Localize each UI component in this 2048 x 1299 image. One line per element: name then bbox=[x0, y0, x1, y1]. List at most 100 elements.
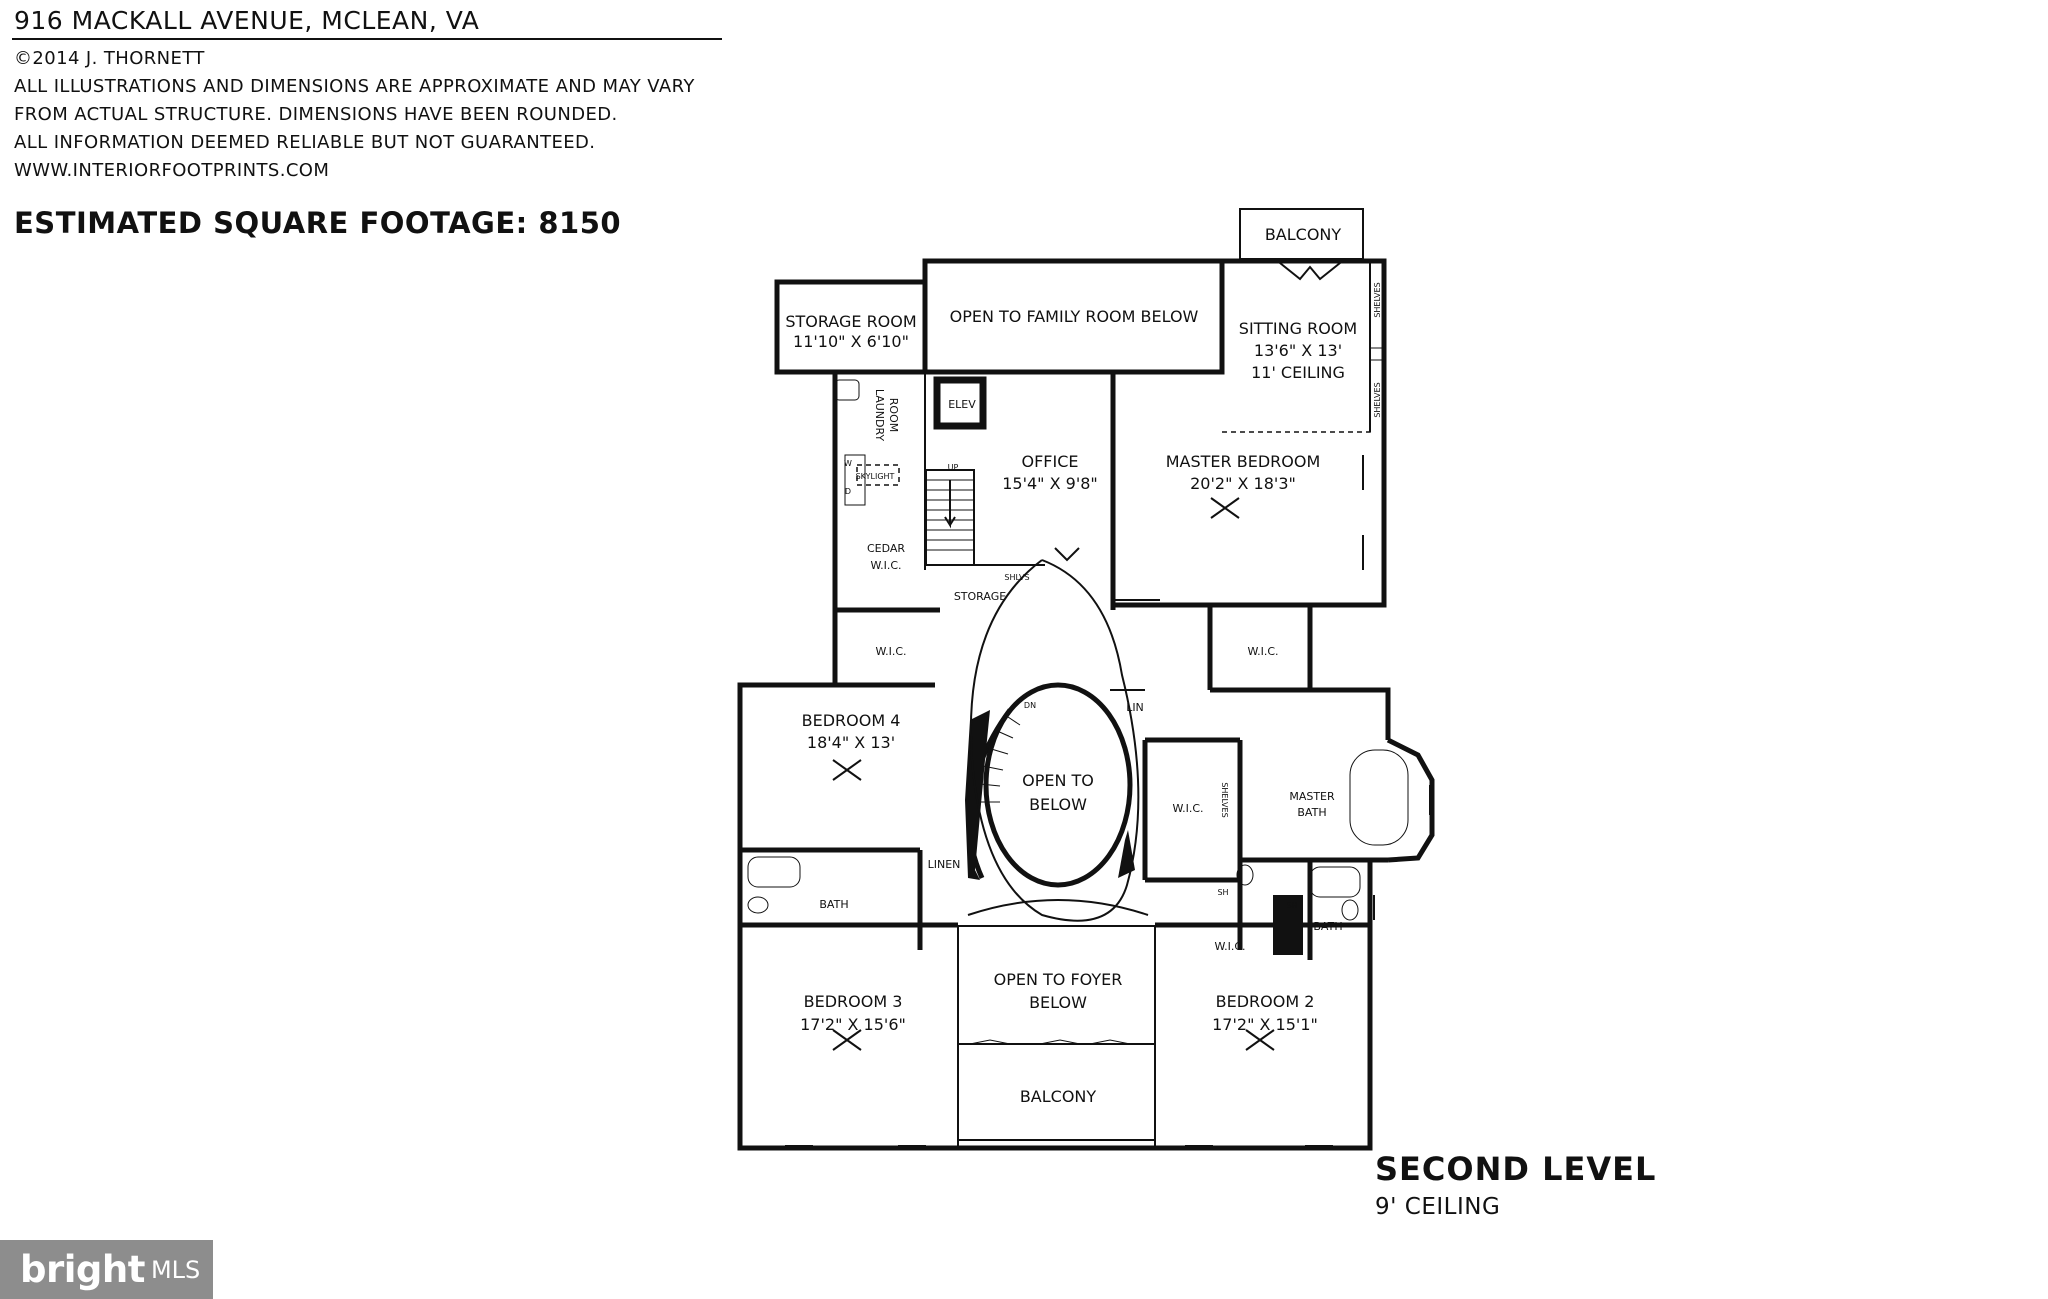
tub-right bbox=[1309, 866, 1361, 898]
master-bath-label-1: MASTER bbox=[1289, 790, 1335, 803]
open-family-label: OPEN TO FAMILY ROOM BELOW bbox=[950, 307, 1199, 326]
east-lower-wall bbox=[1155, 938, 1373, 1151]
balcony-door bbox=[1274, 258, 1346, 281]
disclaimer-line-3: ALL INFORMATION DEEMED RELIABLE BUT NOT … bbox=[14, 132, 596, 153]
cedar-label-1: CEDAR bbox=[867, 542, 905, 555]
room-labels: STORAGE ROOM 11'10" X 6'10" OPEN TO FAMI… bbox=[785, 225, 1382, 1106]
bedroom2-name: BEDROOM 2 bbox=[1216, 992, 1315, 1011]
toilet-left bbox=[747, 896, 769, 914]
bedroom4-name: BEDROOM 4 bbox=[802, 711, 901, 730]
sh-label-2: SH bbox=[1286, 901, 1297, 910]
shlvs-label: SHLVS bbox=[1004, 573, 1029, 582]
fan-icon-master bbox=[1210, 497, 1240, 519]
elev-label: ELEV bbox=[948, 398, 976, 411]
balcony-bottom-label: BALCONY bbox=[1020, 1087, 1097, 1106]
master-suite-outer-wall bbox=[1113, 258, 1387, 608]
laundry-label-1: LAUNDRY bbox=[873, 389, 886, 442]
fixtures bbox=[747, 379, 1409, 955]
office-dims: 15'4" X 9'8" bbox=[1002, 474, 1098, 493]
open-foyer-label-2: BELOW bbox=[1029, 993, 1087, 1012]
level-ceiling: 9' CEILING bbox=[1375, 1194, 1501, 1220]
wic-left-label: W.I.C. bbox=[875, 645, 906, 658]
ceiling-fans bbox=[832, 497, 1275, 1051]
copyright-line: ©2014 J. THORNETT bbox=[14, 48, 205, 69]
office-name: OFFICE bbox=[1022, 452, 1079, 471]
wic-bed2-label: W.I.C. bbox=[1214, 940, 1245, 953]
sitting-room-dims: 13'6" X 13' bbox=[1254, 341, 1342, 360]
bedroom3-dims: 17'2" X 15'6" bbox=[800, 1015, 906, 1034]
skylight-box bbox=[856, 464, 900, 486]
windows bbox=[739, 785, 1431, 1147]
master-bedroom-name: MASTER BEDROOM bbox=[1166, 452, 1321, 471]
shelves-label-a: SHELVES bbox=[1373, 282, 1382, 317]
bedroom3-name: BEDROOM 3 bbox=[804, 992, 903, 1011]
storage-room-name: STORAGE ROOM bbox=[785, 312, 916, 331]
stair-up-label: UP bbox=[948, 463, 959, 472]
website-line: WWW.INTERIORFOOTPRINTS.COM bbox=[14, 160, 330, 181]
laundry-sink bbox=[834, 379, 860, 401]
title-underline bbox=[12, 38, 722, 40]
sitting-room-name: SITTING ROOM bbox=[1239, 319, 1357, 338]
master-bath-north-wall bbox=[1210, 687, 1391, 740]
bath-left-label: BATH bbox=[819, 898, 848, 911]
stairs bbox=[925, 469, 1135, 880]
bedroom4-dims: 18'4" X 13' bbox=[807, 733, 895, 752]
balcony-bottom-outline bbox=[957, 1043, 1156, 1149]
toilet-right bbox=[1341, 899, 1359, 921]
master-bedroom-dims: 20'2" X 18'3" bbox=[1190, 474, 1296, 493]
shelves-label-c: SHELVES bbox=[1220, 782, 1229, 817]
shelves-label-b: SHELVES bbox=[1373, 382, 1382, 417]
disclaimer-line-2: FROM ACTUAL STRUCTURE. DIMENSIONS HAVE B… bbox=[14, 104, 618, 125]
logo-suffix: MLS bbox=[150, 1255, 201, 1284]
sh-label-1: SH bbox=[1217, 888, 1228, 897]
fan-icon-bedroom2 bbox=[1245, 1029, 1275, 1051]
shower-block bbox=[1273, 895, 1303, 955]
washer-label: W bbox=[844, 459, 852, 468]
master-bath-bay bbox=[1386, 737, 1435, 863]
balcony-foyer-area bbox=[957, 925, 1156, 1149]
tub-left bbox=[747, 856, 801, 888]
lin-label: LIN bbox=[1126, 701, 1144, 714]
rotunda-wall bbox=[969, 559, 1140, 922]
elevator-shaft bbox=[933, 376, 987, 430]
bedroom2-dims: 17'2" X 15'1" bbox=[1212, 1015, 1318, 1034]
open-below-label-1: OPEN TO bbox=[1022, 771, 1094, 790]
stair-back bbox=[925, 469, 975, 566]
wic-master-label: W.I.C. bbox=[1172, 802, 1203, 815]
linen-label: LINEN bbox=[928, 858, 961, 871]
foyer-arc bbox=[967, 899, 1149, 916]
washer-dryer bbox=[844, 454, 866, 506]
skylight-label: SKYLIGHT bbox=[856, 472, 895, 481]
wic-right-label: W.I.C. bbox=[1247, 645, 1278, 658]
master-bath-label-2: BATH bbox=[1297, 806, 1326, 819]
bath-right-label: BATH bbox=[1313, 920, 1342, 933]
fan-icon-bedroom4 bbox=[832, 759, 862, 781]
balcony-doors bbox=[969, 1039, 1131, 1045]
level-title: SECOND LEVEL bbox=[1375, 1150, 1657, 1188]
master-tub bbox=[1349, 749, 1409, 846]
open-family-outline bbox=[922, 258, 1225, 375]
west-upper-wall bbox=[737, 610, 838, 850]
balcony-top-label: BALCONY bbox=[1265, 225, 1342, 244]
cedar-label-2: W.I.C. bbox=[870, 559, 901, 572]
side-windows bbox=[739, 875, 1375, 920]
open-to-below-ellipse bbox=[983, 682, 1133, 888]
laundry-west-wall bbox=[832, 369, 925, 610]
open-foyer-label-1: OPEN TO FOYER bbox=[994, 970, 1123, 989]
toilet-master bbox=[1236, 864, 1254, 886]
address-title: 916 MACKALL AVENUE, MCLEAN, VA bbox=[14, 6, 480, 35]
east-mid-wall bbox=[1367, 857, 1388, 938]
storage-hall-label: STORAGE bbox=[954, 590, 1006, 603]
disclaimer-line-1: ALL ILLUSTRATIONS AND DIMENSIONS ARE APP… bbox=[14, 76, 695, 97]
logo-brand: bright bbox=[20, 1248, 145, 1291]
curved-stair-treads bbox=[979, 714, 1021, 803]
bright-mls-logo: bright MLS bbox=[0, 1240, 213, 1299]
stair-dn-label: DN bbox=[1024, 701, 1036, 710]
sitting-room-ceiling: 11' CEILING bbox=[1251, 363, 1345, 382]
square-footage-heading: ESTIMATED SQUARE FOOTAGE: 8150 bbox=[14, 206, 622, 240]
open-below-label-2: BELOW bbox=[1029, 795, 1087, 814]
laundry-label-2: ROOM bbox=[887, 398, 900, 432]
storage-room-dims: 11'10" X 6'10" bbox=[793, 332, 909, 351]
fan-icon-bedroom3 bbox=[832, 1029, 862, 1051]
